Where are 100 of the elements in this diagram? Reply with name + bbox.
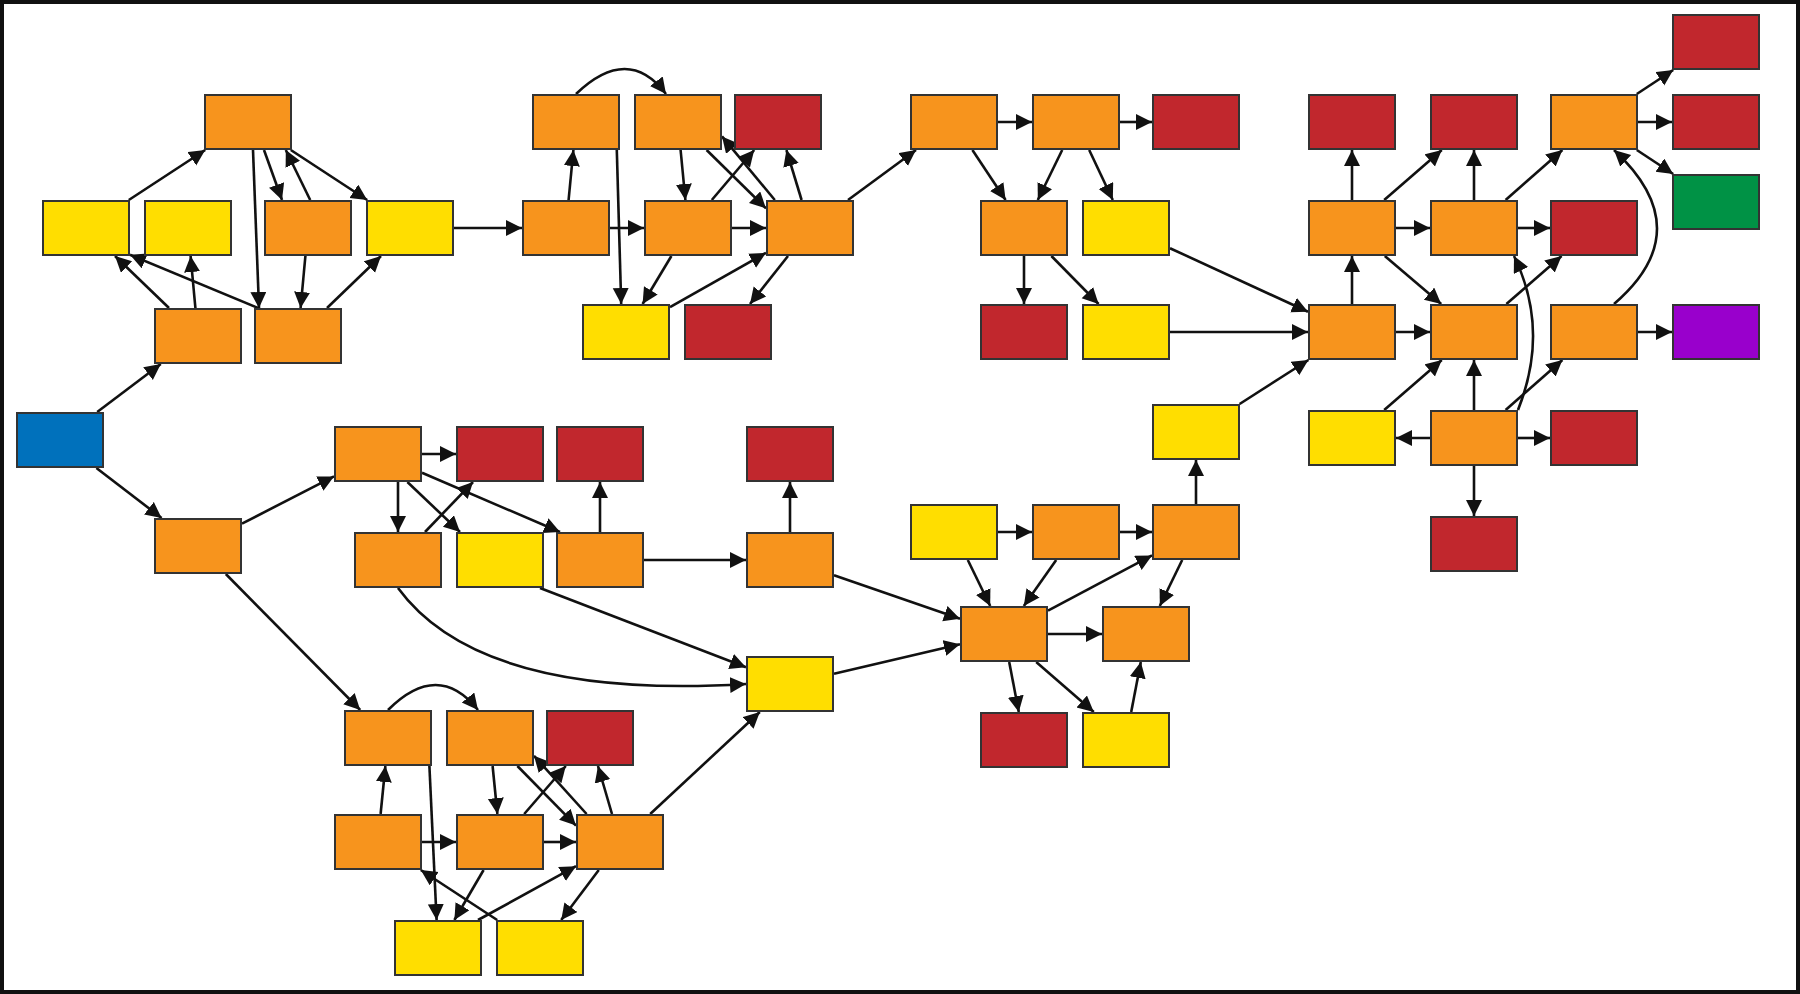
process-box (154, 518, 242, 574)
arrow (454, 220, 522, 236)
process-box (1430, 94, 1518, 150)
arrow (675, 149, 692, 201)
process-box (456, 426, 544, 482)
arrow (833, 573, 961, 622)
arrow (1638, 114, 1672, 130)
arrow (649, 711, 761, 815)
arrow (539, 586, 747, 669)
arrow (1129, 661, 1146, 713)
arrow (184, 255, 201, 309)
arrow (1238, 358, 1310, 406)
process-box (522, 200, 610, 256)
process-box (644, 200, 732, 256)
arrow (833, 640, 961, 676)
arrow (705, 149, 767, 210)
process-box (334, 814, 422, 870)
arrow (710, 149, 756, 201)
arrow (721, 135, 776, 201)
process-box (980, 304, 1068, 360)
process-box (154, 308, 242, 364)
arrow (1638, 324, 1672, 340)
arrow (422, 446, 456, 462)
arrow (1035, 661, 1095, 713)
arrow (397, 587, 747, 693)
process-box (1152, 404, 1240, 460)
process-box (1550, 410, 1638, 466)
start-box (16, 412, 104, 468)
process-box (366, 200, 454, 256)
arrow (1636, 148, 1674, 176)
process-box (1430, 304, 1518, 360)
arrow (1518, 220, 1550, 236)
arrow (422, 834, 456, 850)
arrow (516, 765, 577, 827)
arrow (971, 149, 1007, 201)
arrow (250, 149, 267, 309)
process-box (1672, 174, 1760, 230)
process-box (1550, 94, 1638, 150)
arrow (427, 765, 444, 921)
process-box (1672, 304, 1760, 360)
arrow (290, 148, 368, 202)
process-box (532, 94, 620, 150)
process-box (910, 504, 998, 560)
process-box (1102, 606, 1190, 662)
arrow (1383, 255, 1443, 305)
process-box (684, 304, 772, 360)
arrow (1504, 149, 1564, 201)
arrow (560, 869, 600, 921)
arrow (1512, 255, 1535, 411)
arrow (406, 481, 461, 533)
process-box (354, 532, 442, 588)
process-box (980, 200, 1068, 256)
process-box (1032, 504, 1120, 560)
arrow (1120, 114, 1152, 130)
process-box (1308, 200, 1396, 256)
arrow (1047, 554, 1153, 612)
arrow (96, 362, 162, 414)
arrow (1022, 559, 1058, 607)
arrow (424, 481, 474, 533)
arrow (1636, 68, 1674, 96)
arrow (612, 149, 629, 305)
arrow (241, 475, 335, 525)
arrow (1344, 150, 1360, 200)
process-box (144, 200, 232, 256)
arrow (284, 149, 312, 201)
arrow (1158, 559, 1184, 607)
process-box (960, 606, 1048, 662)
arrow (1007, 661, 1024, 713)
arrow (1088, 149, 1114, 201)
process-box (766, 200, 854, 256)
process-box (556, 532, 644, 588)
process-box (634, 94, 722, 150)
process-box (1308, 94, 1396, 150)
arrow (1016, 256, 1032, 304)
process-box (204, 94, 292, 150)
arrow (644, 552, 746, 568)
arrow (1036, 149, 1064, 201)
arrow (1505, 255, 1563, 305)
process-box (556, 426, 644, 482)
process-box (1672, 14, 1760, 70)
arrow (732, 220, 766, 236)
process-box (734, 94, 822, 150)
arrow (1466, 150, 1482, 200)
process-box (446, 710, 534, 766)
process-box (910, 94, 998, 150)
arrow (1188, 460, 1204, 504)
arrow (523, 765, 567, 815)
arrow (1504, 359, 1564, 411)
arrow (1169, 247, 1309, 313)
arrow (420, 868, 498, 922)
arrow (1396, 430, 1430, 446)
arrow (114, 255, 170, 309)
process-box (344, 710, 432, 766)
arrow (610, 220, 644, 236)
process-box (546, 710, 634, 766)
arrow (563, 149, 580, 201)
process-box (1082, 304, 1170, 360)
process-box (1672, 94, 1760, 150)
arrow (1120, 524, 1152, 540)
process-box (1082, 200, 1170, 256)
